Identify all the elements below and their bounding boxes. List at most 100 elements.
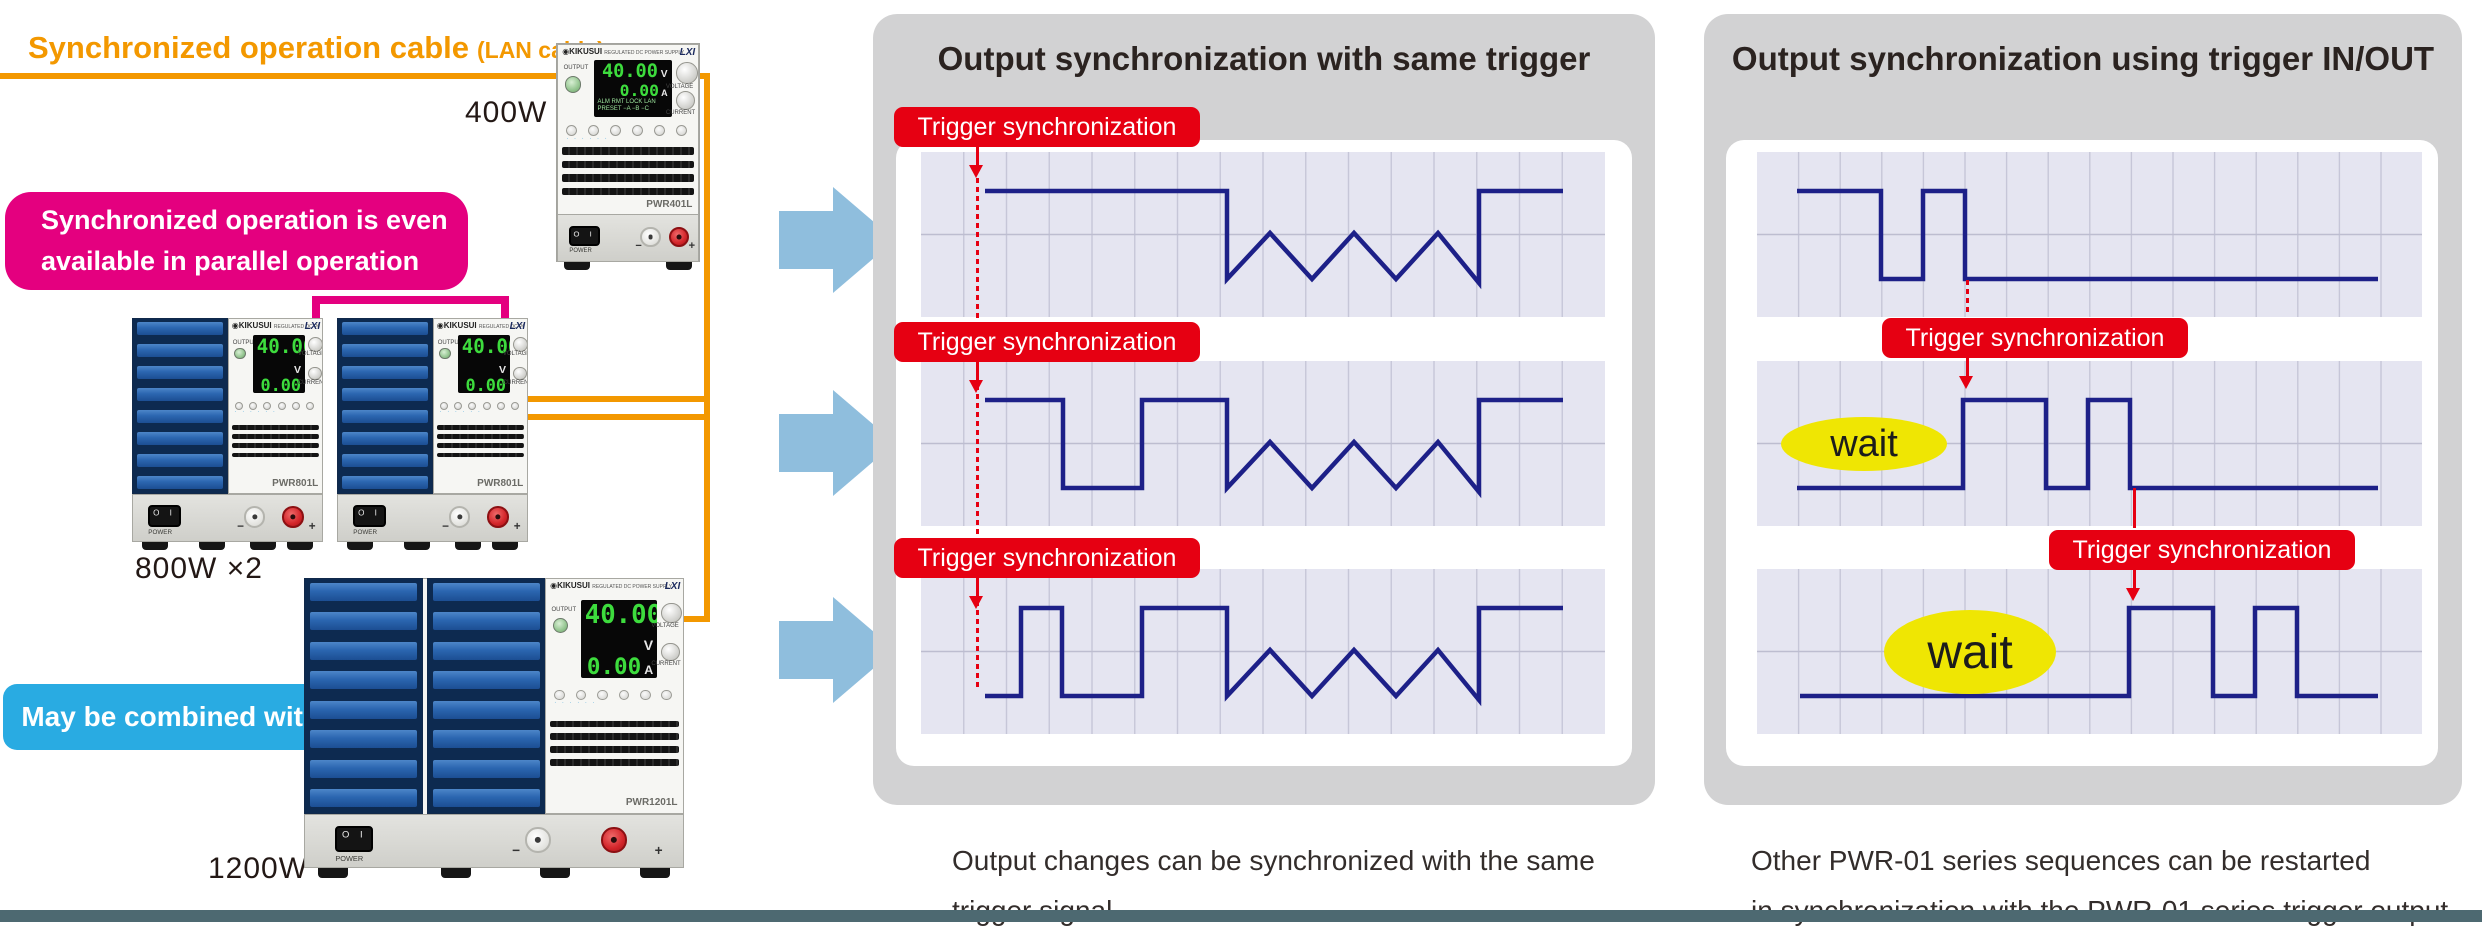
terminal-hole (290, 514, 296, 520)
trigger-arrow-head-2-1 (1959, 376, 1973, 389)
terminal-hole (534, 836, 542, 844)
vent-slot (436, 424, 525, 430)
waveform-svg-output-1 (921, 152, 1605, 317)
model-number: PWR1201L (625, 797, 678, 809)
trigger-arrow-shaft-2-1 (1966, 358, 1969, 378)
chart-output-1 (921, 152, 1605, 317)
terminal-positive (486, 506, 509, 528)
brand-tagline: REGULATED DC POWER SUPPLY (273, 324, 319, 330)
label-800w: 800W ×2 (135, 552, 263, 585)
louver-slat (309, 582, 418, 601)
shift-function-row: · · · · · · (554, 700, 597, 707)
terminal-hole (676, 234, 682, 240)
louver-slat (341, 431, 429, 446)
plus-mark: + (654, 843, 663, 859)
function-button (439, 401, 448, 410)
minus-mark: − (237, 519, 244, 533)
caption-line: Output changes can be synchronized with … (952, 845, 1595, 876)
function-button (597, 689, 608, 701)
label-1200w: 1200W (208, 852, 309, 885)
current-knob (675, 91, 695, 111)
unit-foot (287, 542, 313, 550)
terminal-hole (648, 234, 653, 240)
terminal-negative (525, 827, 551, 853)
louver-slat (136, 475, 224, 490)
louver-slat (341, 409, 429, 424)
function-buttons (554, 689, 672, 701)
terminal-hole (610, 836, 618, 844)
louver-slat (341, 343, 429, 358)
vent-slot (231, 424, 320, 430)
louver-slat (309, 730, 418, 749)
trigger-solid-line-2-1 (2133, 488, 2136, 528)
parallel-cable-drop-right (501, 296, 509, 322)
function-button (496, 401, 506, 410)
caption-line: Other PWR-01 series sequences can be res… (1751, 845, 2371, 876)
function-button (640, 689, 651, 701)
function-button (306, 401, 315, 410)
terminal-positive (668, 226, 690, 248)
power-switch: O I (148, 505, 181, 527)
chart-restarted-2 (1757, 569, 2422, 734)
volt-readout: 40.00 V (584, 600, 658, 654)
power-label: POWER (569, 248, 592, 255)
parallel-cable-horizontal (312, 296, 509, 304)
output-button (233, 347, 246, 360)
volt-readout: 40.00 V (461, 334, 510, 376)
power-label: POWER (148, 528, 173, 536)
flow-arrow-tail-1 (779, 211, 833, 269)
cooling-louver (304, 578, 423, 814)
trigger-sync-badge-1-2: Trigger synchronization (894, 322, 1200, 362)
function-button (291, 401, 301, 410)
unit-foot (318, 868, 348, 878)
function-buttons (566, 125, 687, 137)
vent-slot (231, 443, 320, 449)
indicator-row: ALM RMT LOCK LAN (597, 99, 656, 106)
louver-slat (309, 641, 418, 660)
cooling-louver (132, 318, 228, 494)
louver-slat (341, 365, 429, 380)
voltage-knob (307, 336, 322, 353)
flow-arrow-tail-3 (779, 621, 833, 679)
waveform-svg-restarted-2 (1757, 569, 2422, 734)
lxi-logo: LXI (664, 581, 681, 592)
power-label: POWER (353, 528, 378, 536)
function-button (277, 401, 286, 410)
current-knob-label: CURRENT (651, 660, 681, 667)
trigger-sync-badge-2-1: Trigger synchronization (1882, 318, 2188, 358)
page-footer-band (0, 910, 2482, 922)
voltage-knob (661, 602, 683, 624)
louver-slat (432, 700, 541, 719)
power-switch: O I (353, 505, 386, 527)
vent-slot (231, 452, 320, 458)
shift-function-row: · · · · · · (439, 409, 482, 416)
unit-foot (539, 868, 570, 878)
louver-slat (341, 387, 429, 402)
louver-slat (136, 431, 224, 446)
cable-section-title: Synchronized operation cable(LAN cable) (28, 30, 605, 66)
function-button (468, 401, 477, 410)
vent-slot (562, 160, 694, 169)
vent-slot (550, 758, 679, 766)
output-label: OUTPUT (563, 65, 589, 72)
lan-cable-stub-800w-2 (528, 414, 710, 420)
louver-slat (432, 641, 541, 660)
cooling-louver (427, 578, 546, 814)
volt-readout: 40.00 V (256, 334, 305, 376)
function-button (263, 401, 272, 410)
amp-readout: 0.00 A (586, 654, 654, 679)
louver-slat (432, 671, 541, 690)
terminal-positive (601, 827, 627, 853)
wait-ellipse-2: wait (1884, 610, 2056, 694)
voltage-knob-label: VOLTAGE (297, 351, 323, 358)
trigger-arrow-shaft-2-2 (2133, 570, 2136, 590)
parallel-label-line2: available in parallel operation (41, 246, 420, 276)
terminal-hole (495, 514, 501, 520)
volt-unit: V (293, 363, 301, 376)
lan-cable-stub-1200w (684, 616, 710, 622)
